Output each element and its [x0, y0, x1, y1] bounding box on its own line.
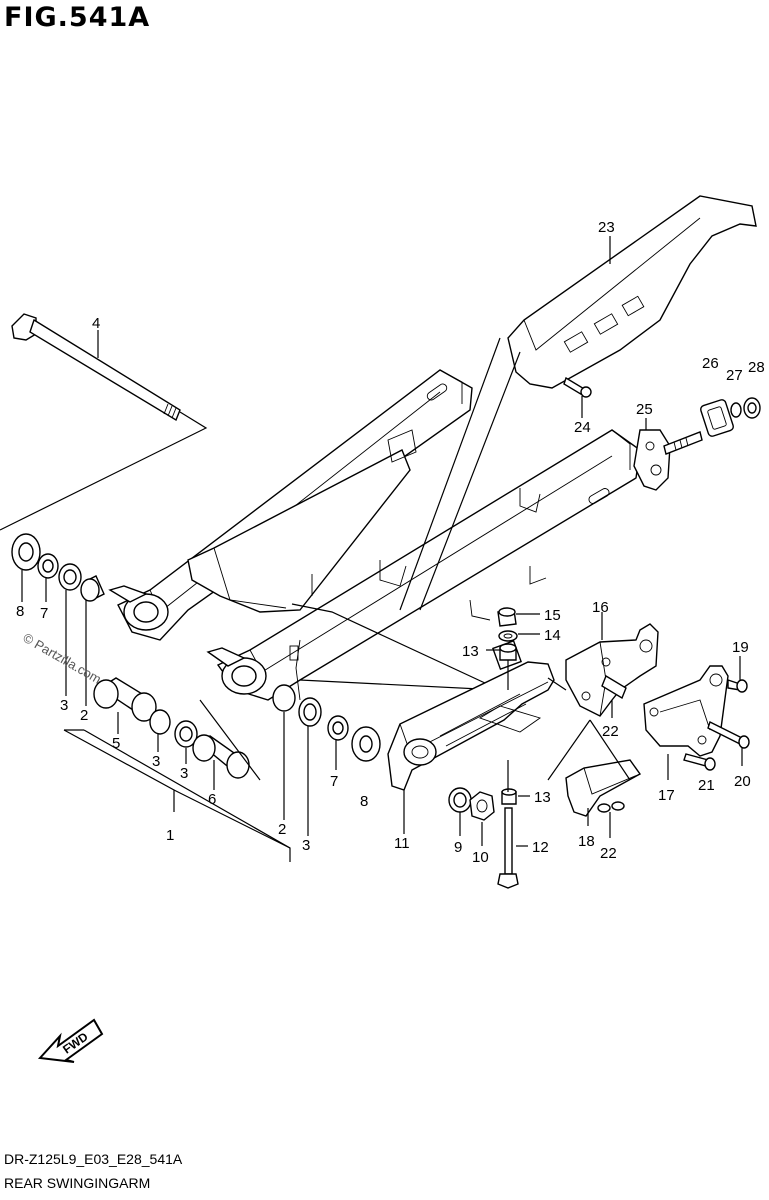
callout-13-bottom: 13: [534, 789, 551, 806]
leader-lines: [21, 236, 743, 847]
bolt-21-part: [683, 753, 716, 771]
collar-22-top-part: [601, 674, 627, 700]
callout-10: 10: [472, 849, 489, 866]
bearing-part: [58, 563, 82, 591]
callout-6: 6: [208, 791, 216, 808]
bolt-12-part: [497, 807, 519, 889]
spacer-long-part: [93, 677, 157, 722]
callout-28: 28: [748, 359, 765, 376]
callout-2-left: 2: [80, 707, 88, 724]
diagram-name: REAR SWINGINGARM: [4, 1175, 151, 1191]
callout-9: 9: [454, 839, 462, 856]
nut-10-part: [469, 791, 495, 821]
collar-13-top-part: [499, 643, 517, 661]
bolt-20-part: [707, 721, 750, 749]
washer-27-part: [730, 402, 742, 418]
callout-2-right: 2: [278, 821, 286, 838]
callout-3-right: 3: [302, 837, 310, 854]
callout-7-left: 7: [40, 605, 48, 622]
callout-3-mid: 3: [152, 753, 160, 770]
collar-22-bottom-part: [597, 801, 625, 813]
diagram-code: DR-Z125L9_E03_E28_541A: [4, 1151, 183, 1167]
callout-19: 19: [732, 639, 749, 656]
callout-8-right: 8: [360, 793, 368, 810]
callout-23: 23: [598, 219, 615, 236]
callout-18: 18: [578, 833, 595, 850]
spacer-short-part: [192, 734, 250, 779]
bearing-lower-part: [149, 709, 198, 748]
nut-15-part: [497, 607, 517, 627]
bearing-right-part: [272, 684, 381, 762]
callout-22-bottom: 22: [600, 845, 617, 862]
callout-15: 15: [544, 607, 561, 624]
swingarm-part: [108, 369, 641, 701]
adjuster-cap-part: [700, 399, 734, 437]
bracket-17-part: [643, 665, 729, 757]
washer-14-part: [498, 630, 518, 642]
callout-3-left: 3: [60, 697, 68, 714]
fwd-arrow-icon: FWD: [37, 1018, 104, 1063]
callout-16: 16: [592, 599, 609, 616]
chain-guard-part: [507, 195, 757, 389]
collar-13-bottom-part: [501, 788, 517, 805]
callout-11: 11: [394, 835, 410, 852]
bracket-16-part: [565, 623, 659, 717]
callout-labels: 4 23 24 25 26 27 28 15 14 16 13 19 22 17…: [16, 219, 765, 866]
callout-8-left: 8: [16, 603, 24, 620]
spacer-part: [80, 575, 105, 602]
callout-13-top: 13: [462, 643, 479, 660]
adjuster-plate-part: [633, 429, 703, 491]
chain-buffer-part: [387, 640, 555, 791]
callout-14: 14: [544, 627, 561, 644]
callout-5: 5: [112, 735, 120, 752]
callout-24: 24: [574, 419, 591, 436]
washer-9-part: [448, 787, 472, 813]
callout-25: 25: [636, 401, 653, 418]
callout-3-mid2: 3: [180, 765, 188, 782]
bolt-24-part: [563, 376, 592, 398]
callout-21: 21: [698, 777, 715, 794]
callout-26: 26: [702, 355, 719, 372]
callout-1: 1: [166, 827, 174, 844]
guide-block-18-part: [565, 759, 642, 817]
callout-12: 12: [532, 839, 549, 856]
callout-20: 20: [734, 773, 751, 790]
figure-title: FIG.541A: [4, 2, 151, 33]
callout-7-right: 7: [330, 773, 338, 790]
callout-22-top: 22: [602, 723, 619, 740]
oil-seal-part: [11, 533, 41, 571]
callout-17: 17: [658, 787, 675, 804]
callout-4: 4: [92, 315, 100, 332]
washer-part: [37, 553, 59, 579]
callout-27: 27: [726, 367, 743, 384]
pivot-shaft-part: [11, 313, 181, 422]
nut-28-part: [743, 397, 761, 419]
bolt-19-part: [727, 679, 748, 693]
